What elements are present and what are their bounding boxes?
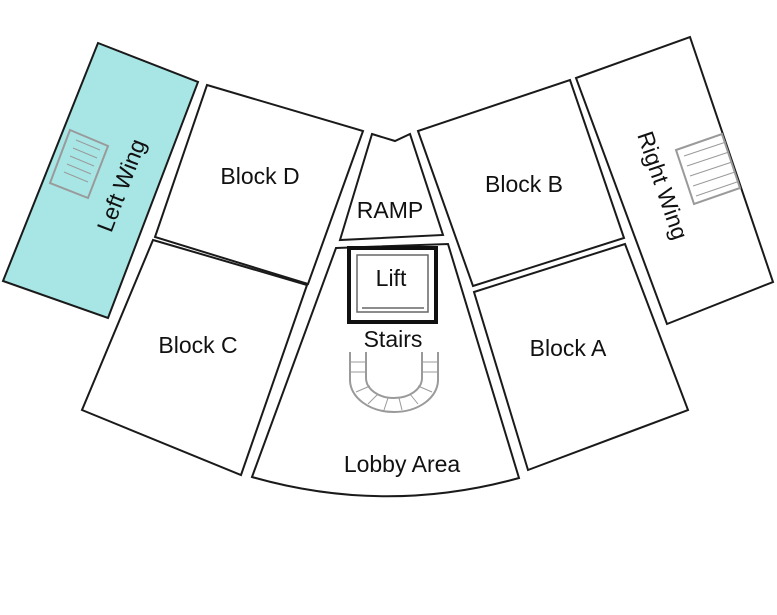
ramp-shape[interactable]	[338, 132, 445, 242]
block-b-label: Block B	[485, 171, 563, 197]
block-d-shape[interactable]	[153, 83, 365, 286]
block-b-shape[interactable]	[416, 78, 626, 288]
room-block-d[interactable]: Block D	[153, 83, 365, 286]
room-block-a[interactable]: Block A	[472, 242, 690, 472]
block-c-shape[interactable]	[80, 238, 309, 477]
lobby-area-shape[interactable]	[250, 242, 521, 498]
lift-label: Lift	[376, 265, 407, 291]
room-left-wing[interactable]: Left Wing	[1, 41, 200, 320]
room-block-c[interactable]: Block C	[80, 238, 309, 477]
room-lobby-area[interactable]: Lift Stairs Lobby Area	[250, 242, 521, 498]
lobby-area-label: Lobby Area	[344, 451, 461, 477]
stairs-label: Stairs	[364, 326, 423, 352]
right-wing-shape[interactable]	[574, 35, 775, 326]
room-block-b[interactable]: Block B	[416, 78, 626, 288]
lift-inner-wall	[356, 254, 429, 313]
block-d-label: Block D	[220, 163, 299, 189]
left-wing-stairs-icon	[48, 128, 110, 200]
right-wing-stairs-icon	[674, 132, 742, 206]
block-c-label: Block C	[158, 332, 237, 358]
lift[interactable]: Lift	[347, 246, 438, 324]
lobby-stairs-icon	[349, 352, 439, 413]
room-ramp[interactable]: RAMP	[338, 132, 445, 242]
ramp-label: RAMP	[357, 197, 423, 223]
block-a-shape[interactable]	[472, 242, 690, 472]
block-a-label: Block A	[530, 335, 607, 361]
room-right-wing[interactable]: Right Wing	[574, 35, 775, 326]
left-wing-shape[interactable]	[1, 41, 200, 320]
